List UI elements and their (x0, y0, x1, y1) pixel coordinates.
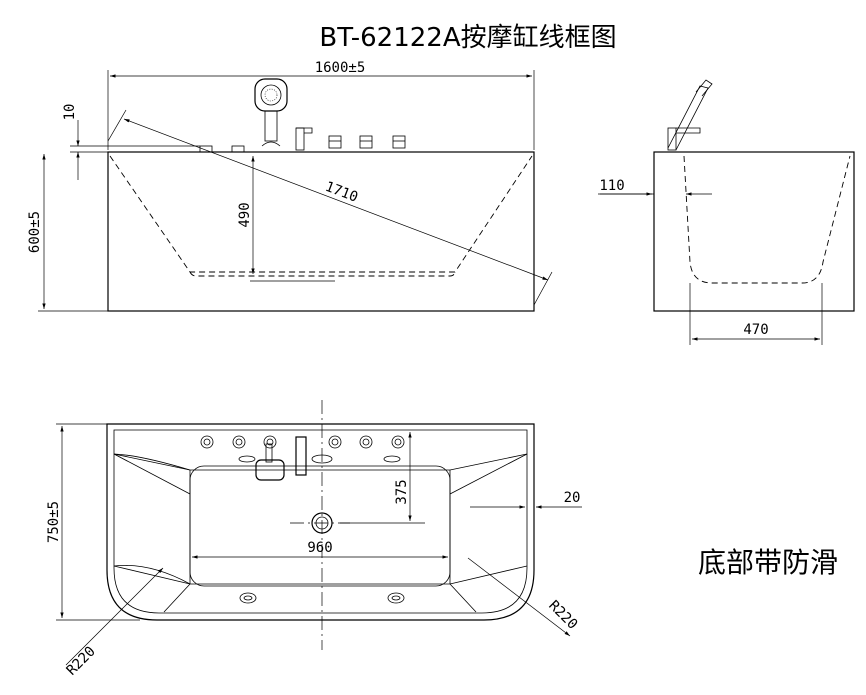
top-inner-half-dimension: 375 (394, 479, 410, 504)
top-view-outline (106, 423, 535, 621)
top-view-basin-floor (189, 465, 451, 587)
top-width-dimension: 750±5 (46, 501, 62, 543)
front-view: 1600±5 10 600±5 490 1710 (27, 60, 553, 312)
top-radius-right-dimension: R220 (545, 598, 580, 633)
deck-fittings (199, 127, 406, 153)
side-faucet-icon (667, 79, 713, 151)
handshower-icon (254, 78, 288, 147)
drawing-title: BT-62122A按摩缸线框图 (319, 23, 616, 53)
top-spout-icon (295, 436, 307, 476)
top-inner-length-dimension: 960 (307, 540, 332, 556)
top-view: 750±5 375 20 960 R220 R220 (46, 400, 582, 679)
top-edge-dimension: 20 (564, 490, 581, 506)
top-controls (200, 435, 405, 481)
side-view: 110 470 (598, 79, 855, 345)
side-wall-dimension: 110 (599, 178, 624, 194)
front-length-dimension: 1600±5 (315, 60, 366, 76)
front-height-dimension: 600±5 (27, 211, 43, 253)
top-handshower-icon (255, 459, 285, 481)
top-radius-left-dimension: R220 (64, 644, 99, 679)
side-view-body (653, 151, 855, 312)
side-view-basin-hidden-line (683, 155, 851, 284)
side-bottom-width-dimension: 470 (743, 322, 768, 338)
front-view-body (107, 151, 535, 312)
front-depth-dimension: 490 (237, 202, 253, 227)
front-top-offset-dimension: 10 (62, 104, 78, 121)
anti-slip-note: 底部带防滑 (698, 546, 838, 579)
jet-icons (239, 592, 405, 604)
front-view-basin-hidden-line (109, 155, 533, 273)
